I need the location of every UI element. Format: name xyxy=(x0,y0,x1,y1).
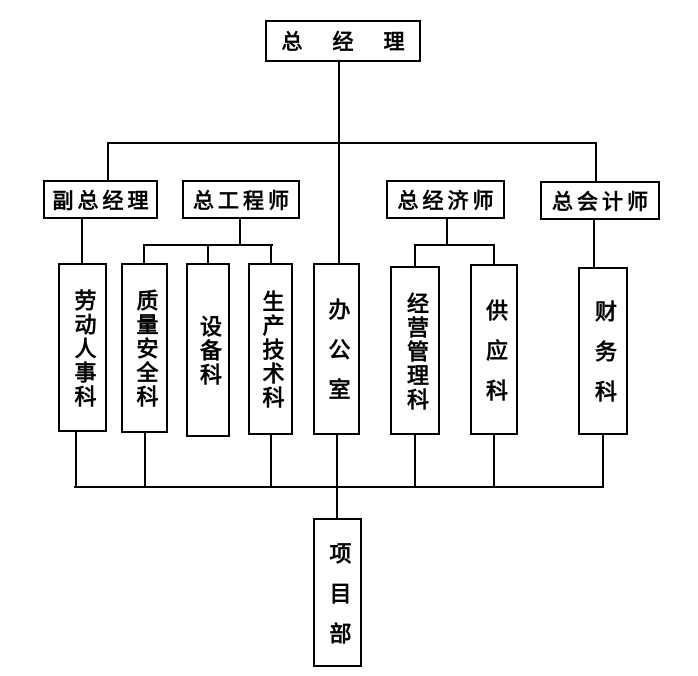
node-deputy-general-manager: 副总经理 xyxy=(43,180,158,219)
connector-economist-hline xyxy=(414,244,495,246)
connector-production-down xyxy=(270,434,272,488)
node-quality-safety: 质量安全科 xyxy=(121,263,168,433)
node-equipment-label: 设备科 xyxy=(196,315,221,387)
node-office-label: 办公室 xyxy=(324,298,350,418)
connector-drop-production-tech xyxy=(270,244,272,263)
connector-accountant-to-finance xyxy=(593,220,595,267)
node-finance-label: 财务科 xyxy=(591,300,616,420)
connector-drop-deputy-gm xyxy=(107,142,109,181)
node-project-dept: 项目部 xyxy=(313,518,362,667)
node-finance: 财务科 xyxy=(578,267,628,435)
node-project-dept-label: 项目部 xyxy=(325,541,351,662)
node-equipment: 设备科 xyxy=(186,263,230,437)
connector-business-down xyxy=(414,434,416,488)
connector-drop-business-management xyxy=(414,244,416,266)
connector-level2-hline xyxy=(107,142,597,144)
connector-drop-chief-accountant xyxy=(595,142,597,181)
node-quality-safety-label: 质量安全科 xyxy=(132,289,158,409)
connector-office-to-project xyxy=(336,434,338,519)
node-business-management: 经营管理科 xyxy=(390,266,440,435)
node-ceo-label: 总经理 xyxy=(281,30,435,54)
connector-deputy-to-labor xyxy=(81,218,83,263)
connector-ceo-trunk-lower xyxy=(338,142,340,263)
node-chief-engineer: 总工程师 xyxy=(182,180,300,219)
connector-supply-down xyxy=(493,434,495,488)
node-production-tech: 生产技术科 xyxy=(248,263,293,435)
node-deputy-general-manager-label: 副总经理 xyxy=(52,188,153,213)
connector-quality-down xyxy=(144,432,146,488)
connector-bottom-hline xyxy=(74,486,604,488)
node-chief-engineer-label: 总工程师 xyxy=(193,188,293,213)
connector-labor-down xyxy=(75,431,77,488)
connector-engineer-stub xyxy=(239,218,241,246)
connector-ceo-trunk-upper xyxy=(338,61,340,143)
node-ceo: 总经理 xyxy=(265,20,421,62)
connector-drop-quality-safety xyxy=(143,244,145,263)
node-labor-personnel: 劳动人事科 xyxy=(58,263,107,432)
connector-finance-down xyxy=(602,434,604,488)
node-supply-label: 供应科 xyxy=(482,298,507,419)
node-chief-economist-label: 总经济师 xyxy=(397,188,498,213)
connector-drop-equipment xyxy=(207,244,209,263)
node-chief-economist: 总经济师 xyxy=(386,180,505,219)
connector-drop-supply xyxy=(493,244,495,264)
node-chief-accountant-label: 总会计师 xyxy=(552,189,652,214)
connector-economist-stub xyxy=(446,218,448,246)
node-labor-personnel-label: 劳动人事科 xyxy=(70,288,96,409)
node-chief-accountant: 总会计师 xyxy=(540,181,660,220)
node-office: 办公室 xyxy=(313,263,360,435)
node-production-tech-label: 生产技术科 xyxy=(258,290,284,410)
node-business-management-label: 经营管理科 xyxy=(403,291,428,412)
node-supply: 供应科 xyxy=(470,264,518,435)
